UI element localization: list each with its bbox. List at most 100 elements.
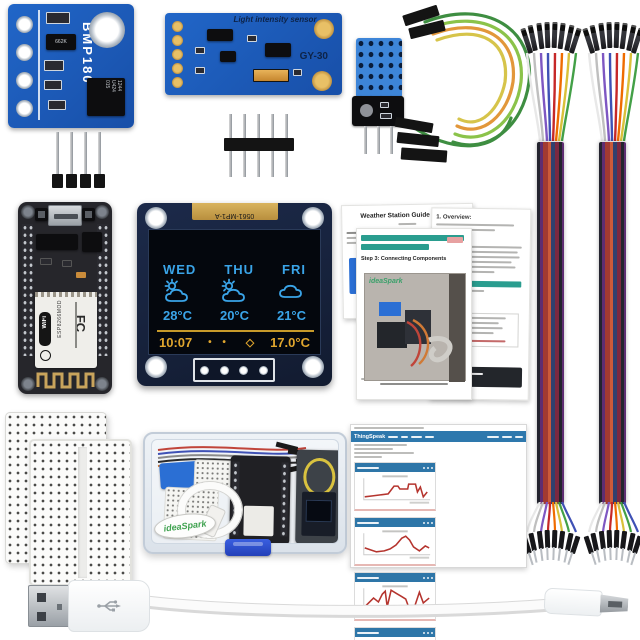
flex-cable: 0561-MP1-A — [192, 203, 278, 220]
usb-trident-icon — [97, 600, 121, 612]
nav-item — [401, 435, 409, 438]
smd-oscillator — [253, 69, 289, 82]
bmp180-sensor-chip: 1244 U424 015 — [87, 78, 125, 116]
page-dots: • • — [208, 337, 230, 348]
temperature-chart — [363, 475, 431, 504]
bh1750-chip — [265, 43, 291, 57]
day-label: FRI — [282, 262, 306, 277]
regulator-chip — [82, 232, 102, 252]
forecast-days: WED THU FRI — [149, 262, 320, 277]
boxed-oled-module — [301, 491, 337, 537]
divider-line — [157, 330, 314, 332]
gpio-pin-row-right — [97, 224, 108, 356]
assembly-photo: ideaSpark — [364, 273, 466, 382]
sun-cloud-icon — [221, 278, 245, 302]
female-header-row — [582, 21, 640, 54]
gy30-light-sensor-module: Light intensity sensor GY-30 — [165, 13, 342, 95]
mounting-hole — [16, 72, 33, 89]
manual-step-page: Step 3: Connecting Components ideaSpark — [356, 228, 472, 400]
oled-display-module: 0561-MP1-A WED THU FRI 28°C 20°C 21°C — [137, 203, 332, 386]
nav-item — [515, 435, 523, 438]
boxed-oled-tray — [295, 449, 338, 543]
field-chart-card — [354, 462, 436, 511]
wire-fan-top — [587, 52, 640, 142]
nav-item — [425, 435, 435, 438]
corner-pad — [314, 19, 334, 39]
chart-card-header — [355, 573, 435, 582]
pin-header-5pin — [224, 114, 294, 177]
nav-item — [388, 435, 399, 438]
corner-pad — [312, 71, 332, 91]
rainbow-jumper-cable-left — [520, 21, 582, 580]
temp-label: 21°C — [276, 308, 307, 323]
box-interior: ideaSpark — [151, 439, 339, 544]
silkscreen-line — [38, 10, 40, 120]
current-temp: 17.0°C — [270, 335, 310, 350]
dht11-body — [356, 38, 402, 98]
mounting-hole — [16, 44, 33, 61]
field-chart-card — [354, 517, 436, 566]
dht11-pcb — [352, 96, 404, 126]
status-row: 10:07 • • ◇ 17.0°C — [149, 335, 320, 350]
nav-item — [502, 435, 512, 438]
usb-a-body — [68, 580, 150, 632]
dht11-humidity-sensor — [352, 38, 404, 154]
female-header-row — [520, 21, 582, 54]
chart-card-header — [355, 463, 435, 472]
thingspeak-navbar: ThingSpeak — [351, 431, 526, 442]
guide-manual-pages: Weather Station Guide Manual ideaSpark 1… — [338, 198, 536, 404]
gy30-title: Light intensity sensor — [233, 15, 317, 24]
nav-item — [487, 435, 499, 438]
thingspeak-brand: ThingSpeak — [354, 433, 386, 440]
wire-fan-bottom — [587, 502, 640, 533]
usb-a-metal-shell — [28, 585, 70, 627]
male-pin-row — [521, 529, 581, 555]
male-pin-row — [583, 529, 640, 555]
forecast-icons — [149, 278, 320, 304]
micro-usb-metal-tip — [600, 595, 629, 614]
oled-screen: WED THU FRI 28°C 20°C 21°C 10:07 • • ◇ 1… — [148, 229, 321, 355]
ribbon-section — [599, 142, 626, 504]
browser-title-bar — [354, 427, 424, 429]
overview-heading: 1. Overview: — [436, 214, 472, 221]
flash-button — [35, 208, 48, 221]
day-label: WED — [162, 262, 197, 277]
temp-label: 20°C — [219, 308, 250, 323]
wifi-logo-icon: WiFi — [39, 312, 51, 346]
smd-component — [46, 12, 70, 24]
day-label: THU — [224, 262, 255, 277]
field-chart-card — [354, 627, 436, 640]
nav-item — [411, 435, 423, 438]
breadboard-channel — [78, 447, 87, 578]
step-heading: Step 3: Connecting Components — [361, 256, 447, 262]
usb-a-connector — [28, 580, 150, 632]
gy30-label: GY-30 — [299, 51, 328, 62]
pin-header-4pin — [52, 132, 105, 190]
humidity-chart — [363, 530, 431, 559]
ribbon-section — [537, 142, 564, 504]
kit-storage-box: ideaSpark — [143, 432, 347, 556]
jumper-wire-loop — [394, 2, 540, 172]
thingspeak-dashboard-screenshot: ThingSpeak — [350, 424, 527, 640]
rainbow-jumper-cable-right — [582, 21, 640, 580]
sticker-text: ideaSpark — [163, 518, 207, 534]
module-label: ESP8266MOD — [57, 300, 63, 338]
micro-usb-connector — [543, 587, 637, 625]
chart-card-header — [355, 518, 435, 527]
smd-component — [48, 100, 66, 110]
mounting-hole — [16, 16, 33, 33]
box-latch — [225, 539, 271, 556]
ai-thinker-logo-icon — [40, 350, 51, 361]
nodemcu-esp8266-board: WiFi ESP8266MOD FC — [18, 202, 112, 394]
oled-pin-header — [193, 358, 275, 382]
bmp180-sensor-module: 662K BMP180 1244 U424 015 — [8, 4, 134, 128]
wire-fan-bottom — [525, 502, 578, 533]
sun-cloud-icon — [164, 278, 188, 302]
micro-usb-port — [48, 205, 82, 226]
large-mounting-hole — [89, 12, 125, 48]
brand-watermark: ideaSpark — [369, 278, 403, 285]
temp-label: 28°C — [162, 308, 193, 323]
mini-breadboard-front — [29, 439, 132, 586]
boxed-yellow-wire-loop — [303, 457, 336, 497]
